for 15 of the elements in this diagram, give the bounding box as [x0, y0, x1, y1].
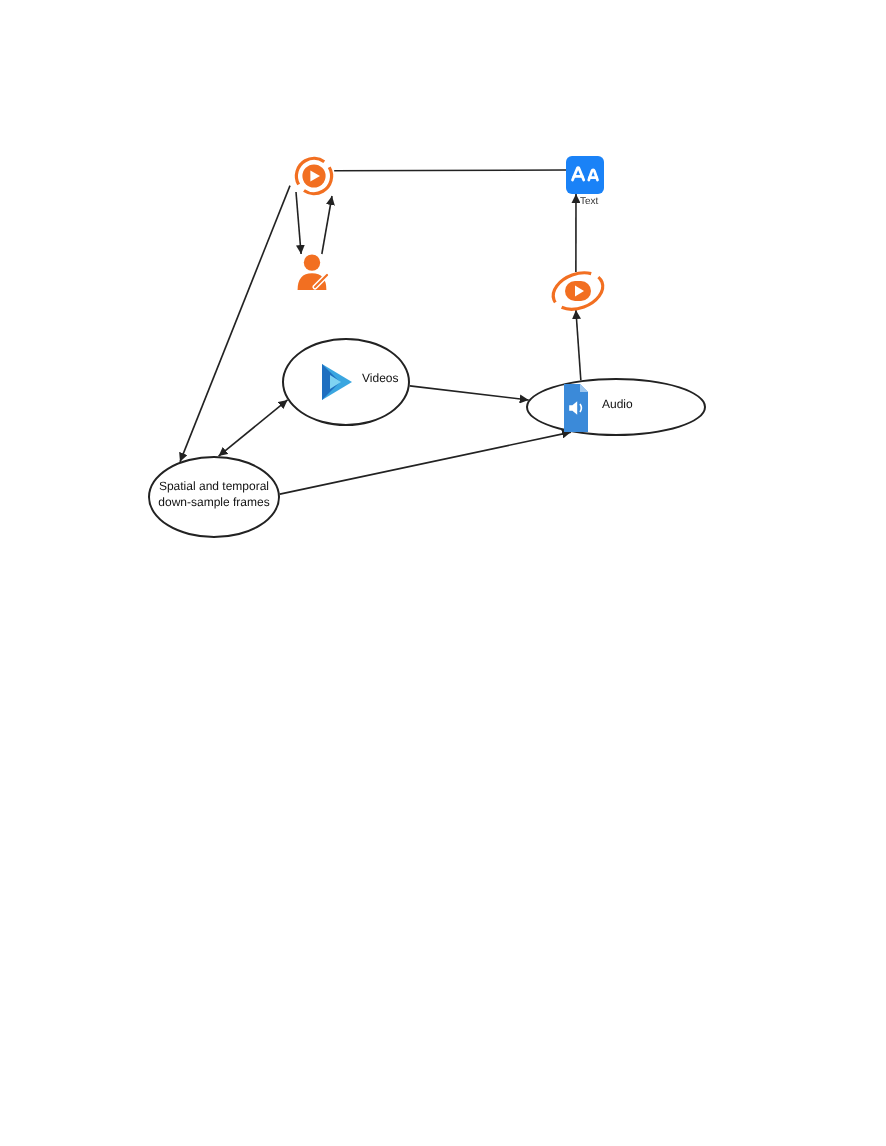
arrow	[217, 399, 289, 457]
arrow	[279, 429, 572, 495]
arrow	[179, 184, 291, 463]
play-ring-icon	[290, 156, 338, 196]
arrow	[571, 193, 581, 273]
arrow	[572, 309, 582, 382]
arrow	[295, 191, 305, 255]
connector-line	[333, 169, 567, 172]
arrow	[321, 195, 335, 255]
process-ellipse	[282, 338, 410, 426]
process-ellipse	[526, 378, 706, 436]
play-ring-icon	[549, 272, 605, 310]
process-ellipse	[148, 456, 280, 538]
person-pencil-icon	[296, 254, 330, 290]
arrow	[408, 385, 530, 404]
